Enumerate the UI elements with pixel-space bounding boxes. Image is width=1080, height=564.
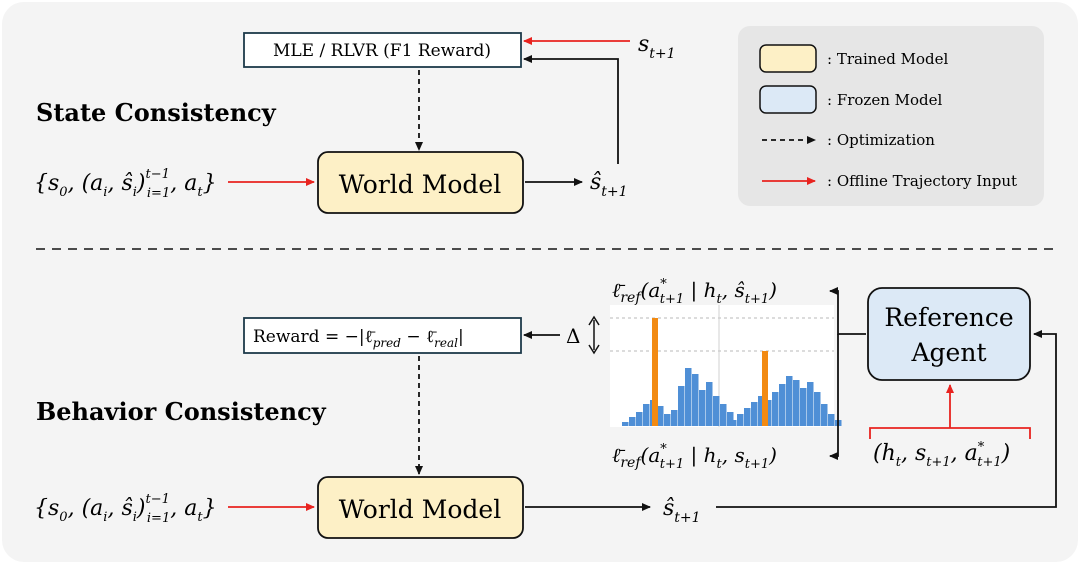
trained-model-swatch	[759, 44, 817, 73]
predicted-loss-bar	[671, 410, 678, 426]
real-loss-bar	[758, 396, 765, 426]
real-loss-bar	[814, 392, 821, 426]
ref-loss-predicted-label: ℓ̄ref(a*t+1 | ht, ŝt+1)	[612, 277, 777, 307]
real-loss-bar	[828, 414, 835, 426]
real-loss-bar	[786, 376, 793, 426]
ref-loss-real-label: ℓ̄ref(a*t+1 | ht, st+1)	[612, 442, 777, 472]
real-loss-bar	[821, 404, 828, 426]
predicted-loss-bar	[685, 368, 692, 426]
behavior-consistency-title: Behavior Consistency	[36, 397, 327, 426]
mle-rlvr-box	[243, 32, 522, 68]
real-loss-bar	[737, 414, 744, 426]
reward-box	[243, 317, 522, 354]
svg-text:{s0, (ai, ŝi)t−1i=1, at}: {s0, (ai, ŝi)t−1i=1, at}	[34, 492, 217, 526]
agent-input-tuple: (ht, st+1, a*t+1)	[873, 440, 1010, 470]
legend: : Trained Model : Frozen Model : Optimiz…	[738, 26, 1044, 206]
real-loss-bar	[793, 380, 800, 426]
real-loss-bar	[744, 408, 751, 426]
real-loss-bar	[807, 382, 814, 426]
predicted-loss-bar	[720, 404, 727, 426]
state-predicted-s: ŝt+1	[590, 170, 628, 200]
delta-arrow-down	[588, 344, 600, 355]
agent-to-real-loss-arrow	[829, 334, 839, 460]
real-loss-bar	[772, 392, 779, 426]
real-loss-bar	[730, 420, 737, 426]
delta-arrow-up	[588, 315, 600, 326]
mle-rlvr-label: MLE / RLVR (F1 Reward)	[273, 41, 491, 61]
predicted-loss-bar	[664, 414, 671, 426]
delta-label: Δ	[566, 324, 580, 348]
histogram-predicted	[622, 318, 734, 426]
predicted-loss-bar	[629, 417, 636, 426]
predicted-loss-bar	[692, 374, 699, 426]
reference-agent-box	[867, 287, 1031, 381]
real-loss-bar	[765, 400, 772, 426]
prediction-to-agent-arrow	[716, 330, 1057, 508]
behavior-predicted-s: ŝt+1	[663, 496, 701, 526]
predicted-loss-bar	[636, 412, 643, 426]
agent-to-pred-loss-arrow	[829, 287, 866, 335]
predicted-loss-bar	[678, 386, 685, 426]
reference-agent-label-line1: Reference	[884, 303, 1013, 332]
state-target-s: st+1	[638, 32, 676, 62]
frozen-model-swatch	[759, 85, 817, 114]
predicted-loss-bar	[727, 412, 734, 426]
real-loss-bar	[779, 384, 786, 426]
prediction-to-objective-arrow	[523, 55, 619, 164]
svg-text:{s0, (ai, ŝi)t−1i=1, at}: {s0, (ai, ŝi)t−1i=1, at}	[34, 167, 217, 201]
state-world-model-box	[317, 151, 524, 214]
reward-label: Reward = −|ℓ̄pred − ℓ̄real|	[253, 327, 464, 350]
real-loss-bar	[800, 388, 807, 426]
loss-histograms	[610, 305, 842, 427]
legend-offline-label: : Offline Trajectory Input	[827, 172, 1017, 190]
predicted-loss-bar	[699, 390, 706, 426]
predicted-loss-bar	[657, 406, 664, 426]
predicted-loss-target-action-bar	[652, 318, 658, 426]
state-consistency-title: State Consistency	[36, 98, 277, 127]
behavior-world-model-box	[317, 476, 524, 539]
behavior-world-model-label: World Model	[339, 495, 501, 524]
legend-optimization-label: : Optimization	[827, 131, 935, 149]
state-world-model-label: World Model	[339, 170, 501, 199]
predicted-loss-bar	[713, 396, 720, 426]
histogram-real	[730, 351, 842, 426]
legend-frozen-label: : Frozen Model	[827, 91, 943, 109]
real-loss-target-action-bar	[762, 351, 768, 426]
legend-trained-label: : Trained Model	[827, 50, 949, 68]
reference-agent-label-line2: Agent	[911, 338, 987, 367]
predicted-loss-bar	[706, 382, 713, 426]
predicted-loss-bar	[622, 422, 629, 426]
real-loss-bar	[751, 402, 758, 426]
predicted-loss-bar	[643, 404, 650, 426]
